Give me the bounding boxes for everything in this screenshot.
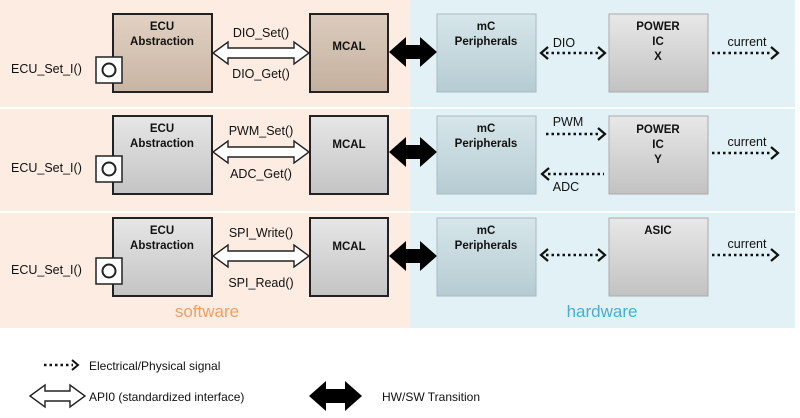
device-title-line1: POWER [636,21,680,33]
legend: Electrical/Physical signal API0 (standar… [28,359,480,411]
hw-sw-transition-arrow [389,241,437,271]
mcal-block [309,217,389,297]
output-arrowhead [770,46,780,60]
signal-arrowhead-right [597,127,607,141]
legend-api-label: API0 (standardized interface) [89,390,244,404]
link-top-label: DIO [553,36,576,50]
port-icon [101,62,117,78]
asic-block [608,217,709,297]
mc-peripherals-block [436,13,537,93]
mcal-label: MCAL [332,41,365,53]
port-icon [101,263,117,279]
hw-sw-transition-arrow [389,37,437,67]
ecu-abstraction-block [112,115,213,195]
mcal-block [309,13,389,93]
api-bottom-label: SPI_Read() [228,276,293,290]
api-bottom-label: ADC_Get() [230,167,292,181]
output-arrowhead [770,248,780,262]
power-ic-x-block [608,13,709,93]
device-title-line3: X [654,51,662,63]
device-title-line3: Y [654,154,662,166]
software-region-label: software [175,302,239,321]
ecu-title-line2: Abstraction [130,36,194,48]
signal-arrowhead-right [597,46,607,60]
output-arrowhead [770,146,780,160]
legend-transition-arrow [309,381,362,411]
link-bottom-label: ADC [553,180,579,194]
power-ic-y-block [608,115,709,195]
row-1: ECU_Set_I() ECU Abstraction DIO_Set() DI… [11,13,780,93]
ecu-abstraction-block [112,217,213,297]
signal-arrowhead-left [539,248,549,262]
mcal-label: MCAL [332,139,365,151]
device-title-line1: ASIC [644,225,671,237]
caller-label: ECU_Set_I() [11,62,82,76]
ecu-title-line1: ECU [150,21,174,33]
caller-label: ECU_Set_I() [11,161,82,175]
api-top-label: PWM_Set() [229,124,294,138]
row-2: ECU_Set_I() ECU Abstraction PWM_Set() AD… [11,115,780,195]
signal-arrowhead-left [540,167,550,181]
api-top-label: DIO_Set() [233,26,289,40]
legend-api-arrow [28,383,87,409]
mc-peripherals-block [436,217,537,297]
periph-title-line2: Peripherals [455,240,518,252]
output-label: current [728,35,767,49]
output-label: current [728,135,767,149]
hw-sw-transition-arrow [389,137,437,167]
caller-label: ECU_Set_I() [11,263,82,277]
ecu-title-line1: ECU [150,225,174,237]
periph-title-line1: mC [477,123,496,135]
device-title-line1: POWER [636,124,680,136]
periph-title-line1: mC [477,225,496,237]
signal-arrowhead-left [539,46,549,60]
port-icon [101,161,117,177]
device-title-line2: IC [652,139,664,151]
periph-title-line1: mC [477,21,496,33]
legend-signal-arrowhead [71,359,80,371]
hardware-region-label: hardware [567,302,638,321]
signal-arrowhead-right [597,248,607,262]
ecu-title-line1: ECU [150,123,174,135]
output-label: current [728,237,767,251]
mcal-block [309,115,389,195]
row-3: ECU_Set_I() ECU Abstraction SPI_Write() … [11,217,780,297]
ecu-title-line2: Abstraction [130,240,194,252]
api-top-label: SPI_Write() [229,226,293,240]
ecu-abstraction-block [112,13,213,93]
mcal-label: MCAL [332,241,365,253]
device-title-line2: IC [652,36,664,48]
legend-signal-label: Electrical/Physical signal [89,359,220,373]
ecu-title-line2: Abstraction [130,138,194,150]
link-top-label: PWM [553,115,584,129]
mc-peripherals-block [436,115,537,195]
periph-title-line2: Peripherals [455,36,518,48]
periph-title-line2: Peripherals [455,138,518,150]
legend-transition-label: HW/SW Transition [382,390,480,404]
api-bottom-label: DIO_Get() [232,67,290,81]
